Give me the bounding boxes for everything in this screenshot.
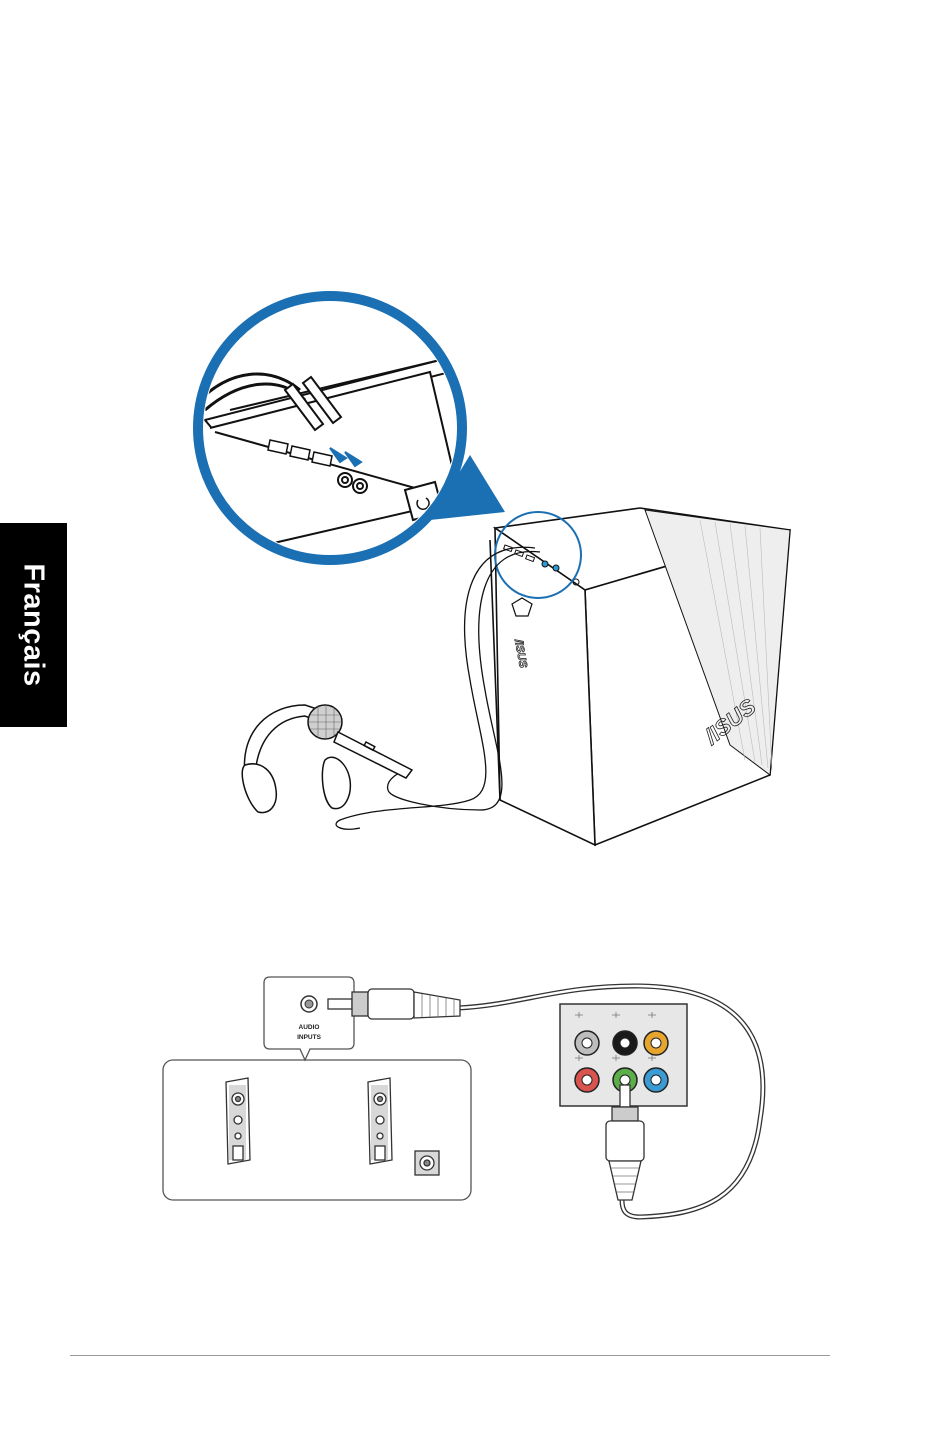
rear-port-black bbox=[613, 1031, 637, 1055]
speaker-panel bbox=[163, 1060, 471, 1200]
language-tab: Français bbox=[0, 523, 67, 727]
rear-port-gray bbox=[575, 1031, 599, 1055]
zoom-callout bbox=[198, 296, 462, 560]
audio-inputs-label-line2: INPUTS bbox=[297, 1034, 322, 1041]
left-speaker-icon bbox=[226, 1078, 250, 1164]
speaker-connection-figure: AUDIO INPUTS bbox=[160, 975, 770, 1230]
headset-microphone-connection-figure: /ISUS /ISUS bbox=[190, 290, 810, 850]
rear-port-pink bbox=[575, 1068, 599, 1092]
footer-divider bbox=[70, 1355, 830, 1356]
rear-port-orange bbox=[644, 1031, 668, 1055]
right-speaker-icon bbox=[368, 1078, 392, 1164]
audio-inputs-bubble bbox=[264, 977, 354, 1060]
audio-inputs-label-line1: AUDIO bbox=[299, 1024, 320, 1031]
subwoofer-icon bbox=[415, 1151, 439, 1175]
desktop-pc: /ISUS /ISUS bbox=[490, 508, 790, 845]
language-tab-label: Français bbox=[17, 563, 50, 686]
rear-port-light-blue bbox=[644, 1068, 668, 1092]
